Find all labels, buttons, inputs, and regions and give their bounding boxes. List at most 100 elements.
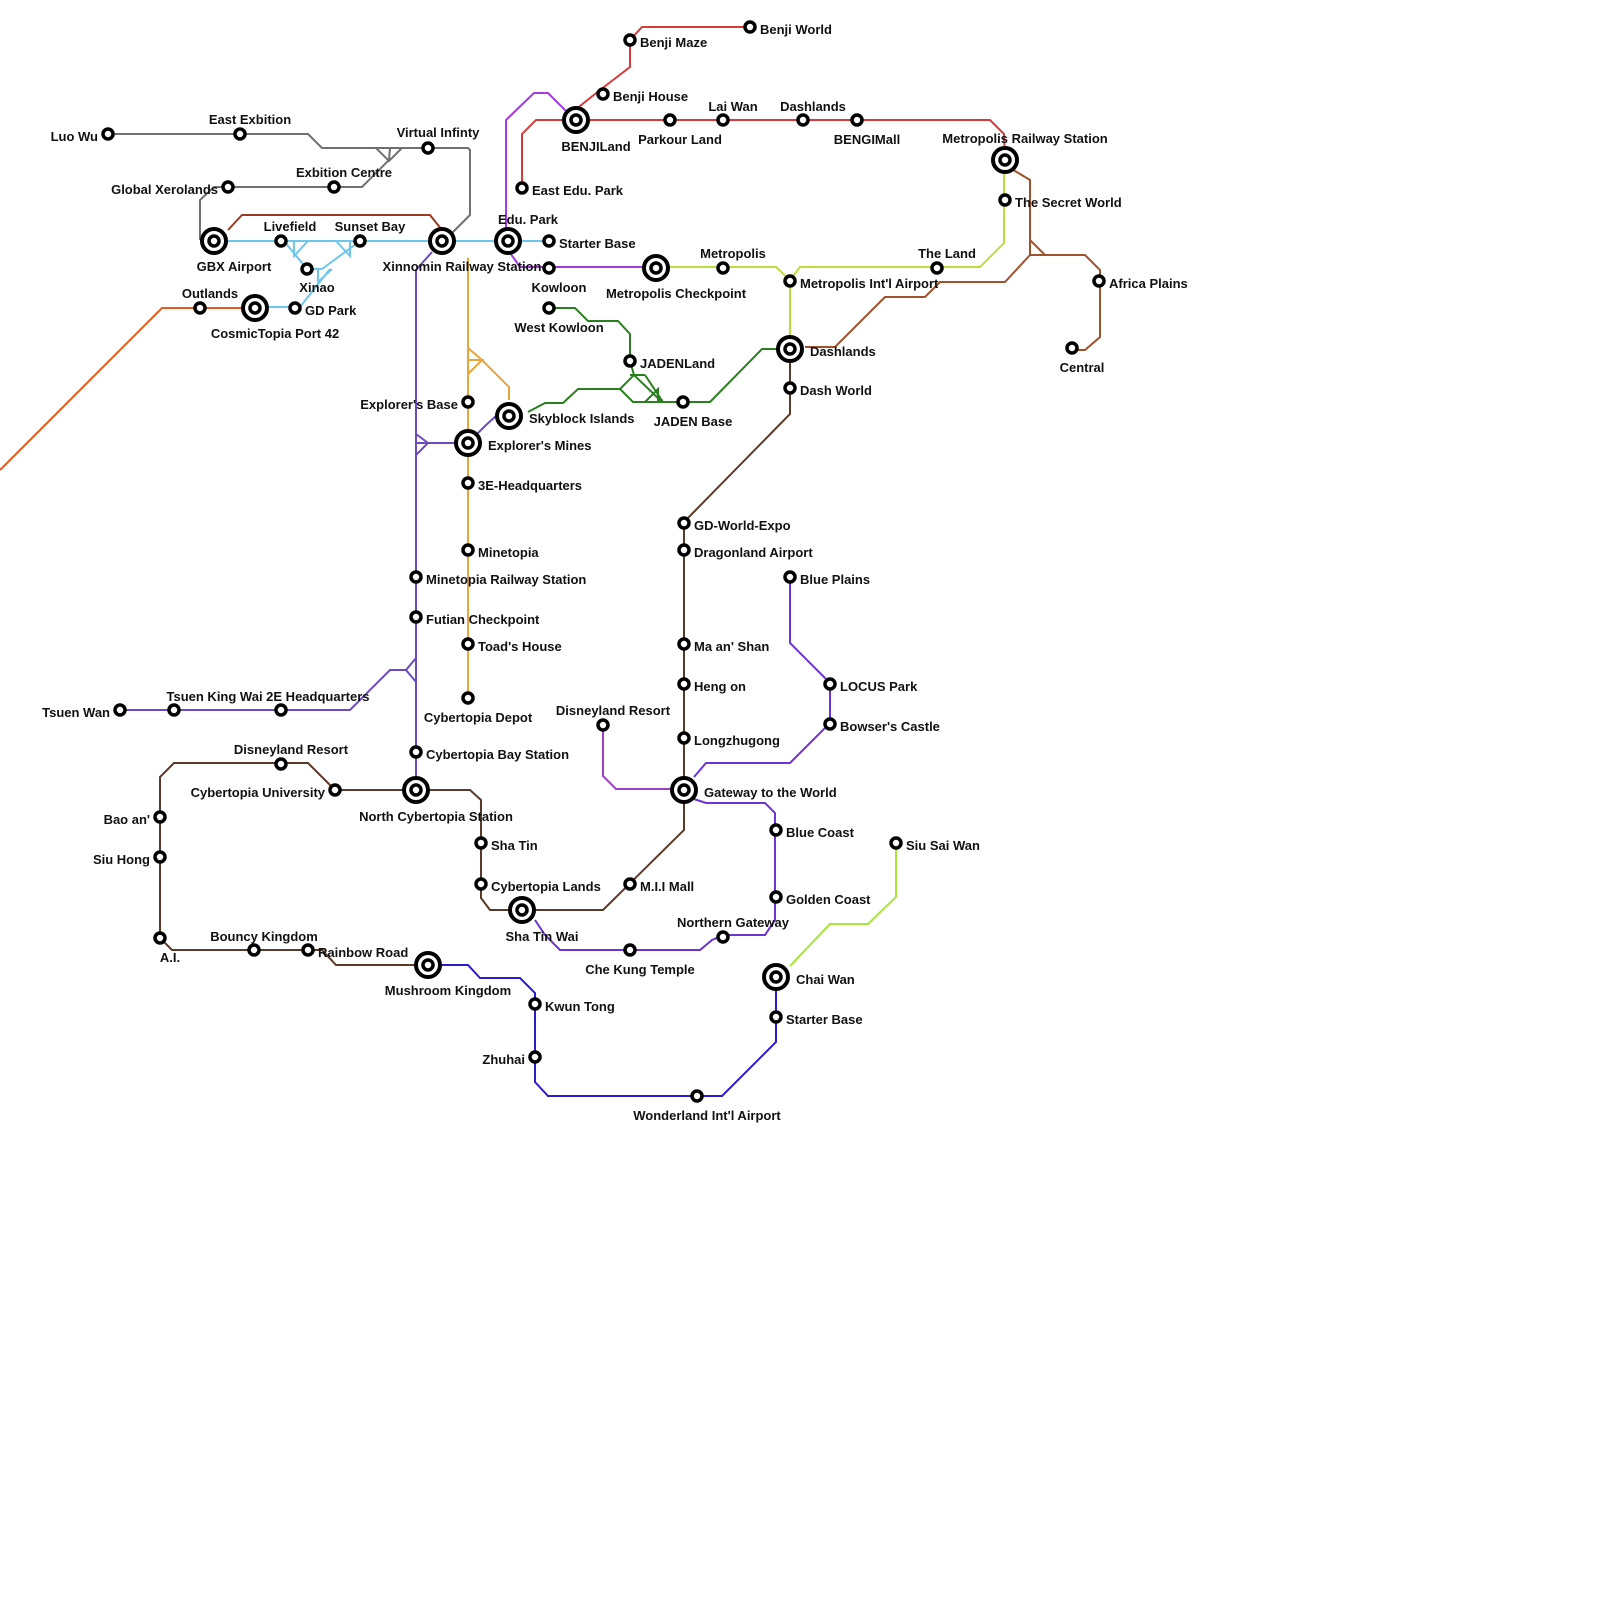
station-bao-an[interactable] [153, 810, 167, 824]
station-label: Chai Wan [796, 972, 855, 987]
station-label: Blue Coast [786, 825, 855, 840]
station-chai-wan[interactable] [762, 963, 790, 991]
station-gd-world-expo[interactable] [677, 516, 691, 530]
station-lai-wan[interactable] [716, 113, 730, 127]
station-north-cybertopia-station[interactable] [402, 776, 430, 804]
station-northern-gateway[interactable] [716, 930, 730, 944]
station-starter-base[interactable] [769, 1010, 783, 1024]
station-explorer-s-base[interactable] [461, 395, 475, 409]
station-metropolis[interactable] [716, 261, 730, 275]
station-bowser-s-castle[interactable] [823, 717, 837, 731]
station-dot-icon [542, 301, 556, 315]
station-rainbow-road[interactable] [301, 943, 315, 957]
station-tsuen-wan[interactable] [113, 703, 127, 717]
station-benji-world[interactable] [743, 20, 757, 34]
station-parkour-land[interactable] [663, 113, 677, 127]
station-wonderland-int-l-airport[interactable] [690, 1089, 704, 1103]
station-bouncy-kingdom[interactable] [247, 943, 261, 957]
station-a-i[interactable] [153, 931, 167, 945]
station-cosmictopia-port-42[interactable] [241, 294, 269, 322]
station-ma-an-shan[interactable] [677, 637, 691, 651]
station-the-land[interactable] [930, 261, 944, 275]
station-gateway-to-the-world[interactable] [670, 776, 698, 804]
station-explorer-s-mines[interactable] [454, 429, 482, 457]
station-dashlands[interactable] [796, 113, 810, 127]
station-the-secret-world[interactable] [998, 193, 1012, 207]
station-sha-tin-wai[interactable] [508, 896, 536, 924]
station-minetopia[interactable] [461, 543, 475, 557]
station-exbition-centre[interactable] [327, 180, 341, 194]
station-jadenland[interactable] [623, 354, 637, 368]
station-cybertopia-bay-station[interactable] [409, 745, 423, 759]
station-dashlands[interactable] [776, 335, 804, 363]
station-virtual-infinty[interactable] [421, 141, 435, 155]
station-bengimall[interactable] [850, 113, 864, 127]
station-kowloon[interactable] [542, 261, 556, 275]
station-blue-coast[interactable] [769, 823, 783, 837]
station-outlands[interactable] [193, 301, 207, 315]
station-metropolis-int-l-airport[interactable] [783, 274, 797, 288]
station-zhuhai[interactable] [528, 1050, 542, 1064]
station-3e-headquarters[interactable] [461, 476, 475, 490]
station-futian-checkpoint[interactable] [409, 610, 423, 624]
station-jaden-base[interactable] [676, 395, 690, 409]
station-metropolis-checkpoint[interactable] [642, 254, 670, 282]
station-heng-on[interactable] [677, 677, 691, 691]
station-2e-headquarters[interactable] [274, 703, 288, 717]
station-edu-park[interactable] [494, 227, 522, 255]
station-blue-plains[interactable] [783, 570, 797, 584]
station-label: Ma an' Shan [694, 639, 769, 654]
station-benji-maze[interactable] [623, 33, 637, 47]
station-starter-base[interactable] [542, 234, 556, 248]
line-violet [507, 249, 656, 268]
station-livefield[interactable] [274, 234, 288, 248]
station-west-kowloon[interactable] [542, 301, 556, 315]
station-dash-world[interactable] [783, 381, 797, 395]
station-label: Futian Checkpoint [426, 612, 540, 627]
station-dragonland-airport[interactable] [677, 543, 691, 557]
station-golden-coast[interactable] [769, 890, 783, 904]
station-sha-tin[interactable] [474, 836, 488, 850]
station-tsuen-king-wai[interactable] [167, 703, 181, 717]
station-mushroom-kingdom[interactable] [414, 951, 442, 979]
station-toad-s-house[interactable] [461, 637, 475, 651]
station-disneyland-resort[interactable] [596, 718, 610, 732]
station-sunset-bay[interactable] [353, 234, 367, 248]
station-dot-icon [623, 877, 637, 891]
station-cybertopia-depot[interactable] [461, 691, 475, 705]
station-locus-park[interactable] [823, 677, 837, 691]
station-global-xerolands[interactable] [221, 180, 235, 194]
station-siu-sai-wan[interactable] [889, 836, 903, 850]
station-longzhugong[interactable] [677, 731, 691, 745]
station-central[interactable] [1065, 341, 1079, 355]
station-che-kung-temple[interactable] [623, 943, 637, 957]
station-label: Sunset Bay [335, 219, 407, 234]
station-kwun-tong[interactable] [528, 997, 542, 1011]
station-label: Lai Wan [708, 99, 757, 114]
station-metropolis-railway-station[interactable] [991, 146, 1019, 174]
station-skyblock-islands[interactable] [495, 402, 523, 430]
station-luo-wu[interactable] [101, 127, 115, 141]
station-minetopia-railway-station[interactable] [409, 570, 423, 584]
station-siu-hong[interactable] [153, 850, 167, 864]
station-label: Starter Base [786, 1012, 863, 1027]
station-m-i-i-mall[interactable] [623, 877, 637, 891]
station-disneyland-resort[interactable] [274, 757, 288, 771]
interchange-inner-icon [769, 970, 783, 984]
station-benjiland[interactable] [562, 106, 590, 134]
station-cybertopia-lands[interactable] [474, 877, 488, 891]
station-dot-icon [998, 193, 1012, 207]
station-gd-park[interactable] [288, 301, 302, 315]
station-label: Mushroom Kingdom [385, 983, 511, 998]
station-cybertopia-university[interactable] [328, 783, 342, 797]
station-xinnomin-railway-station[interactable] [428, 227, 456, 255]
station-dot-icon [783, 381, 797, 395]
station-east-exbition[interactable] [233, 127, 247, 141]
station-dot-icon [153, 931, 167, 945]
station-xinao[interactable] [300, 262, 314, 276]
station-gbx-airport[interactable] [200, 227, 228, 255]
station-africa-plains[interactable] [1092, 274, 1106, 288]
line-green [644, 386, 659, 403]
station-east-edu-park[interactable] [515, 181, 529, 195]
station-benji-house[interactable] [596, 87, 610, 101]
